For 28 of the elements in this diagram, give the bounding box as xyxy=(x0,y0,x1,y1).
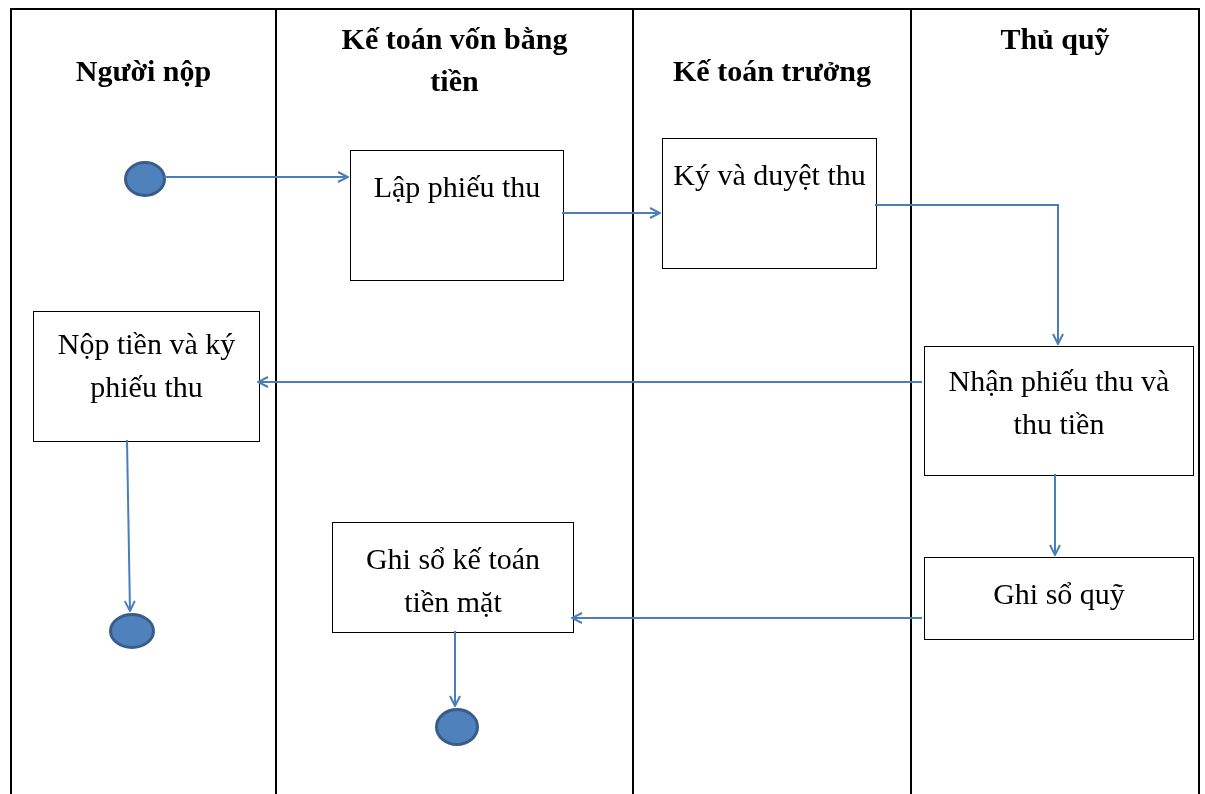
lane-header: Kế toán trưởng xyxy=(672,53,872,89)
lane-header: Thủ quỹ xyxy=(999,21,1111,57)
activity-box xyxy=(332,522,574,633)
swimlane xyxy=(10,8,275,794)
arrow xyxy=(257,376,923,388)
swimlane xyxy=(275,8,632,794)
activity-label: Nhận phiếu thu và thu tiền xyxy=(947,363,1171,442)
activity-box xyxy=(662,138,877,269)
arrow xyxy=(561,207,661,219)
swimlane xyxy=(632,8,910,794)
arrow xyxy=(571,612,923,624)
arrow xyxy=(163,171,349,183)
arrow xyxy=(1049,473,1061,556)
activity-label: Lập phiếu thu xyxy=(373,169,541,205)
activity-box xyxy=(350,150,564,281)
activity-box xyxy=(924,557,1194,640)
activity-label: Ghi sổ quỹ xyxy=(993,576,1125,612)
activity-label: Ký và duyệt thu xyxy=(673,157,866,193)
activity-box xyxy=(33,311,260,442)
lane-header: Kế toán vốn bằng tiền xyxy=(340,21,569,99)
activity-box xyxy=(924,346,1194,476)
arrow xyxy=(874,204,1064,345)
activity-label: Nộp tiền và ký phiếu thu xyxy=(56,326,237,405)
arrow xyxy=(123,439,136,612)
lane-header: Người nộp xyxy=(74,53,213,89)
activity-label: Ghi sổ kế toán tiền mặt xyxy=(364,541,542,620)
arrow xyxy=(449,630,461,707)
swimlane xyxy=(910,8,1200,794)
